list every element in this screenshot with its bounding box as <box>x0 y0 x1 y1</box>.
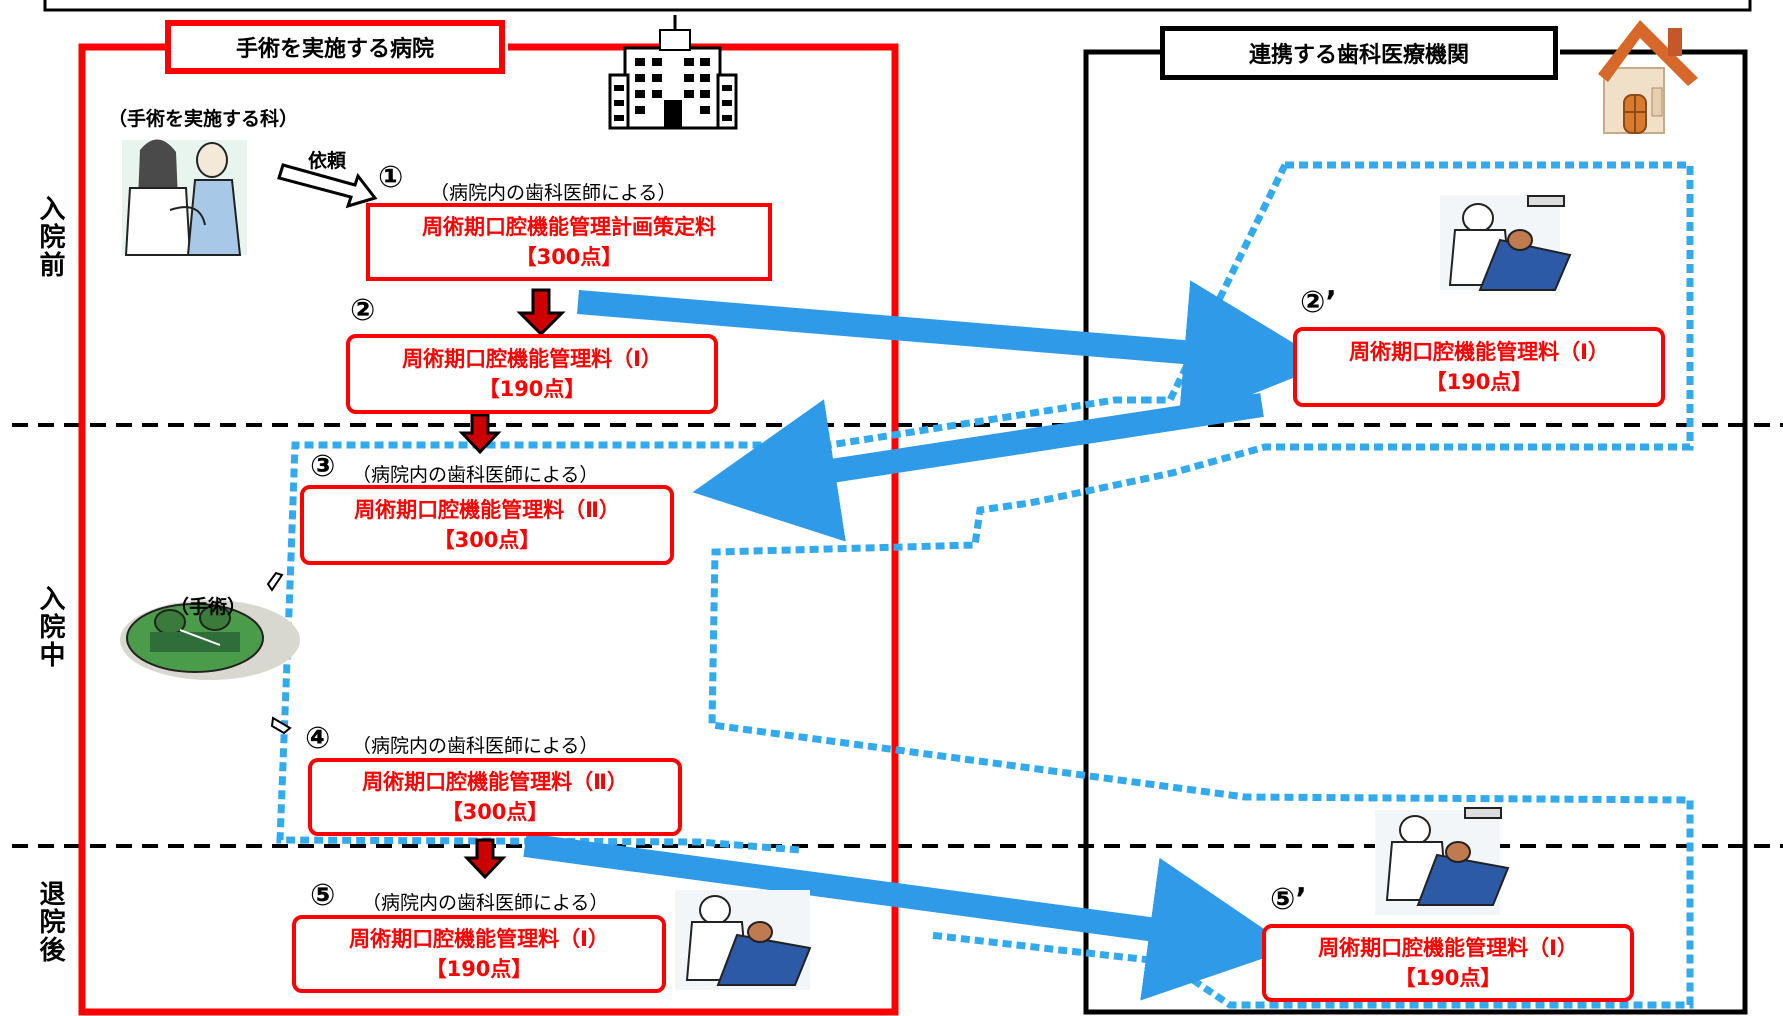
step-note-1: （病院内の歯科医師による） <box>430 182 677 204</box>
dental-fee-name-5: 周術期口腔機能管理料（Ⅰ） <box>1318 936 1578 960</box>
fee-points-2: 【190点】 <box>478 377 586 401</box>
fee-box-1: 周術期口腔機能管理計画策定料 【300点】 <box>366 203 772 281</box>
request-arrow <box>277 163 378 209</box>
hospital-title: 手術を実施する病院 <box>165 20 505 74</box>
dental-fee-points-5: 【190点】 <box>1394 966 1502 990</box>
fee-name-4: 周術期口腔機能管理料（Ⅱ） <box>362 770 628 794</box>
hospital-frame <box>78 43 899 1016</box>
dental-clinic-title: 連携する歯科医療機関 <box>1160 26 1558 80</box>
dental-fee-points-2: 【190点】 <box>1425 370 1533 394</box>
surgery-arrow-up <box>266 571 284 592</box>
dental-chair-illustration-after <box>1375 807 1510 915</box>
surgery-arrow-down <box>270 716 292 735</box>
step-mark-2: ② <box>350 293 376 328</box>
dental-chair-illustration-hospital <box>675 890 812 990</box>
fee-name-2: 周術期口腔機能管理料（Ⅰ） <box>402 347 662 371</box>
dental-clinic-frame <box>1083 49 1748 1015</box>
step-note-4: （病院内の歯科医師による） <box>352 735 599 757</box>
dental-support-region-edge <box>1150 163 1289 404</box>
surgery-illustration <box>120 600 300 680</box>
dental-fee-name-2: 周術期口腔機能管理料（Ⅰ） <box>1349 340 1609 364</box>
fee-name-5: 周術期口腔機能管理料（Ⅰ） <box>349 927 609 951</box>
down-arrow-2-3 <box>458 413 502 455</box>
hospital-building-icon <box>608 15 738 130</box>
fee-points-1: 【300点】 <box>515 245 623 269</box>
step-note-5: （病院内の歯科医師による） <box>362 892 609 914</box>
dental-step-mark-5: ⑤’ <box>1270 882 1307 917</box>
inpatient-region-dotted <box>276 396 1150 854</box>
fee-points-4: 【300点】 <box>441 800 549 824</box>
surgery-label: （手術） <box>170 596 247 618</box>
dental-chair-illustration <box>1440 195 1572 291</box>
phase-label-during-admission: 入院中 <box>35 585 65 669</box>
down-arrow-4-5 <box>463 838 507 880</box>
house-icon <box>1598 20 1698 134</box>
down-arrow-1-2 <box>516 288 566 337</box>
department-label: （手術を実施する科） <box>108 108 299 130</box>
dental-fee-box-5: 周術期口腔機能管理料（Ⅰ） 【190点】 <box>1262 924 1634 1002</box>
dental-step-mark-2: ②’ <box>1300 285 1337 320</box>
step-mark-5: ⑤ <box>310 878 336 913</box>
doctor-consultation-illustration <box>122 139 247 256</box>
request-label: 依頼 <box>308 150 347 172</box>
phase-label-after-discharge: 退院後 <box>35 880 65 964</box>
top-frame-line <box>43 0 1752 12</box>
fee-box-2: 周術期口腔機能管理料（Ⅰ） 【190点】 <box>346 334 718 414</box>
step-mark-3: ③ <box>310 449 336 484</box>
flow-arrow-back-to-hospital <box>692 393 1264 542</box>
phase-label-before-admission: 入院前 <box>35 195 65 279</box>
step-mark-1: ① <box>378 160 404 195</box>
step-mark-4: ④ <box>305 721 331 756</box>
fee-name-1: 周術期口腔機能管理計画策定料 <box>422 215 716 239</box>
flow-arrow-to-dental-after <box>523 833 1293 1001</box>
fee-points-5: 【190点】 <box>425 957 533 981</box>
fee-name-3: 周術期口腔機能管理料（Ⅱ） <box>354 498 620 522</box>
fee-box-5: 周術期口腔機能管理料（Ⅰ） 【190点】 <box>292 915 666 993</box>
fee-box-3: 周術期口腔機能管理料（Ⅱ） 【300点】 <box>300 485 674 565</box>
flow-arrow-to-dental-before <box>577 280 1328 424</box>
fee-points-3: 【300点】 <box>433 528 541 552</box>
dental-support-region-dotted <box>708 161 1694 1009</box>
step-note-3: （病院内の歯科医師による） <box>352 464 599 486</box>
fee-box-4: 周術期口腔機能管理料（Ⅱ） 【300点】 <box>308 758 682 836</box>
dental-fee-box-2: 周術期口腔機能管理料（Ⅰ） 【190点】 <box>1293 327 1665 407</box>
